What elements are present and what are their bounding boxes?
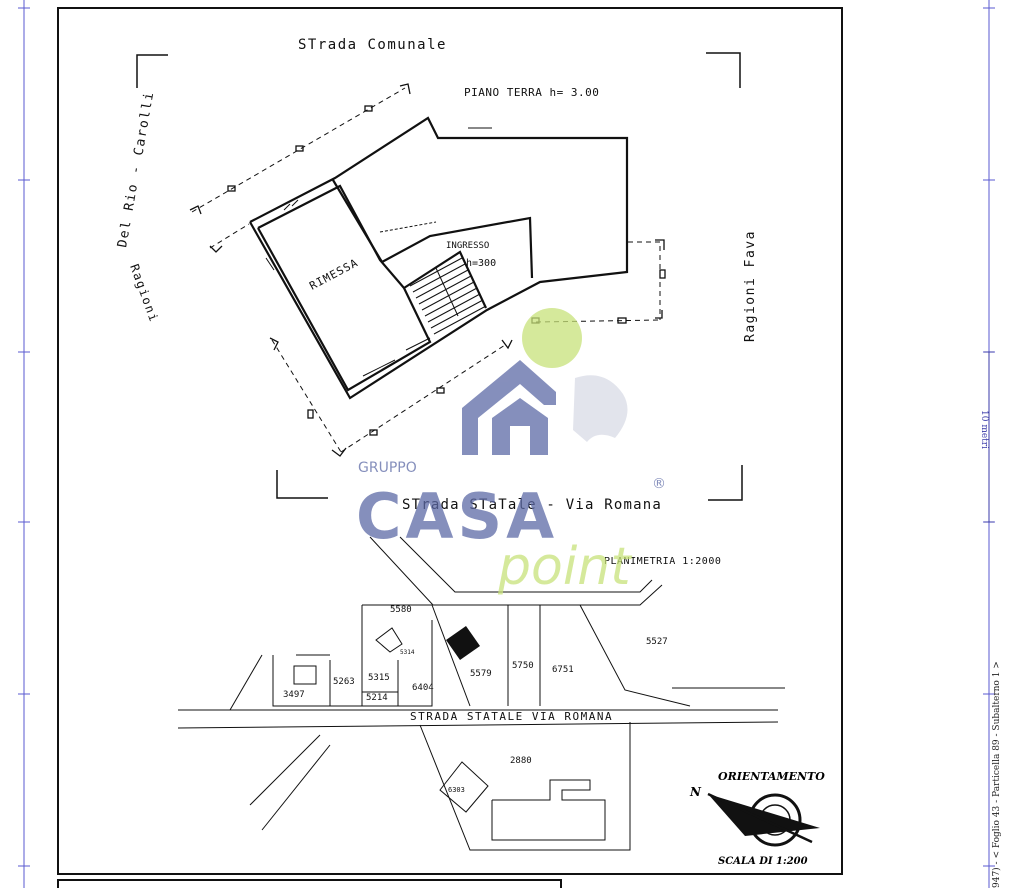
svg-text:5214: 5214 (366, 693, 388, 703)
orientation-label: ORIENTAMENTO (718, 770, 825, 783)
north-label: N (689, 785, 702, 799)
floor-label: PIANO TERRA h= 3.00 (464, 86, 599, 99)
right-owner-label: Ragioni Fava (743, 230, 758, 342)
drawing-frame (57, 7, 843, 875)
scale-label: SCALA DI 1:200 (718, 856, 808, 867)
corner-brackets (136, 52, 743, 501)
side-scale-bar (984, 351, 994, 523)
building-outline (249, 116, 629, 400)
watermark-gruppo: GRUPPO (358, 460, 417, 476)
parcel-numbers: 5580 5314 5263 5315 3497 5214 6404 5579 … (283, 605, 668, 794)
svg-text:6404: 6404 (412, 683, 434, 693)
road-top-label: STrada Comunale (298, 37, 447, 53)
casapoint-watermark: GRUPPO CASA ® point (356, 308, 666, 597)
side-scale-label: 10 metri (979, 410, 989, 449)
left-owner-label: Del Rio - Carolli (115, 90, 157, 249)
svg-text:5263: 5263 (333, 677, 355, 687)
svg-text:5527: 5527 (646, 637, 668, 647)
site-road-label: STRADA STATALE VIA ROMANA (410, 710, 613, 723)
svg-text:6751: 6751 (552, 665, 574, 675)
svg-text:6303: 6303 (448, 786, 465, 794)
svg-text:3497: 3497 (283, 690, 305, 700)
svg-text:5579: 5579 (470, 669, 492, 679)
compass-rose (707, 792, 820, 847)
svg-text:5750: 5750 (512, 661, 534, 671)
svg-text:5314: 5314 (400, 649, 415, 656)
ingresso-label: INGRESSO (446, 241, 489, 251)
left-owner-label-2: Ragioni (127, 262, 161, 324)
watermark-point: point (497, 537, 632, 597)
subject-building-mark (446, 626, 480, 660)
svg-text:5315: 5315 (368, 673, 390, 683)
road-bottom-label: STrada STaTale - Via Romana (402, 497, 662, 513)
lower-box-edge (57, 879, 562, 891)
wall-ticks (265, 127, 492, 377)
watermark-reg: ® (652, 476, 666, 492)
rimessa-label: RIMESSA (307, 256, 360, 293)
svg-text:2880: 2880 (510, 756, 532, 766)
planimetria-label: PLANIMETRIA 1:2000 (604, 556, 721, 567)
side-caption: 947) - < Foglio 43 - Particella 89 - Sub… (992, 661, 1002, 888)
watermark-casa: CASA (356, 480, 558, 553)
svg-text:5580: 5580 (390, 605, 412, 615)
ingresso-height-label: h=300 (466, 258, 496, 269)
staircase (409, 257, 487, 335)
site-plan (177, 536, 785, 851)
